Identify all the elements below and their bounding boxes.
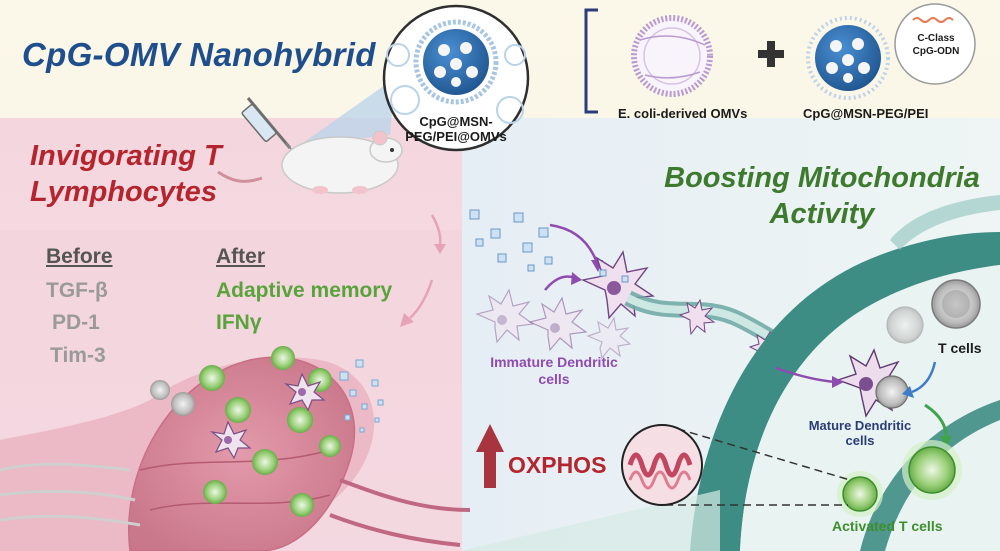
engaged-t-cell xyxy=(875,375,909,409)
green-t-cell xyxy=(203,480,227,504)
nanohybrid-label: CpG@MSN-PEG/PEI@OMVs xyxy=(405,114,507,144)
naive-t-cell xyxy=(931,279,981,329)
immature-dendritic-cell xyxy=(528,296,588,352)
activated-t-cell xyxy=(837,471,883,517)
loaded-dendritic-cell xyxy=(580,250,656,320)
nanohybrid-zoom-circle xyxy=(382,4,530,152)
activated-t-cells-label: Activated T cells xyxy=(832,518,943,534)
mitochondrion-icon xyxy=(621,424,703,506)
naive-t-cell xyxy=(886,306,924,344)
arrow-down-1 xyxy=(430,214,442,247)
activated-t-cell xyxy=(902,440,962,500)
t-cells-label: T cells xyxy=(938,340,982,356)
nanoparticle-scatter-right xyxy=(469,209,553,272)
mature-dendritic-cell xyxy=(835,348,911,418)
msn-particle-icon xyxy=(806,16,890,100)
arrow-vessel-to-mature xyxy=(775,366,837,384)
arrow-tcell-to-dc xyxy=(911,361,937,394)
after-header: After xyxy=(216,245,266,268)
arrow-particles-to-dc xyxy=(549,223,599,264)
arrow-down-2 xyxy=(409,279,434,319)
right-section-title: Boosting Mitochondria Activity xyxy=(664,162,980,230)
green-t-cell xyxy=(225,397,251,423)
msn-label: CpG@MSN-PEG/PEI xyxy=(803,106,929,121)
green-t-cell xyxy=(252,449,278,475)
before-header: Before xyxy=(46,245,113,268)
nanoparticle-scatter-left xyxy=(339,359,384,433)
left-section-title: Invigorating T Lymphocytes xyxy=(30,140,222,208)
green-t-cell xyxy=(287,407,313,433)
green-t-cell xyxy=(290,493,314,517)
immature-dendritic-cell xyxy=(586,316,632,360)
omv-label: E. coli-derived OMVs xyxy=(618,106,748,121)
after-item: Adaptive memory xyxy=(216,279,393,302)
dashed-link xyxy=(664,424,851,481)
before-item: Tim-3 xyxy=(50,344,106,367)
green-t-cell xyxy=(319,435,341,457)
immature-dc-label: Immature Dendritic cells xyxy=(490,354,618,387)
figure-title: CpG-OMV Nanohybrid xyxy=(22,36,376,73)
before-item: PD-1 xyxy=(52,311,100,334)
green-t-cell xyxy=(271,346,295,370)
tumor-dendritic-cell xyxy=(283,372,326,412)
omv-icon xyxy=(631,15,713,97)
tumor-dendritic-cell xyxy=(209,420,252,460)
cpg-odn-circle xyxy=(894,3,976,85)
immature-dendritic-cell xyxy=(475,288,535,344)
before-item: TGF-β xyxy=(46,279,108,302)
bracket-line xyxy=(584,8,598,114)
cpg-odn-label: C-Class CpG-ODN xyxy=(912,33,960,57)
plus-icon xyxy=(758,41,784,67)
oxphos-up-arrow xyxy=(476,424,504,488)
gray-cell xyxy=(171,392,195,416)
mature-dc-label: Mature Dendritic cells xyxy=(808,418,912,448)
zoom-wedge xyxy=(300,78,395,145)
green-t-cell xyxy=(199,365,225,391)
vessel-dendritic-cell xyxy=(678,298,716,336)
gray-cell xyxy=(150,380,170,400)
oxphos-label: OXPHOS xyxy=(508,452,607,478)
mouse-icon xyxy=(217,130,403,194)
lymph-node-inner-arc xyxy=(860,400,1000,551)
lymph-node-capsule xyxy=(690,232,1000,551)
after-item: IFNγ xyxy=(216,311,262,334)
